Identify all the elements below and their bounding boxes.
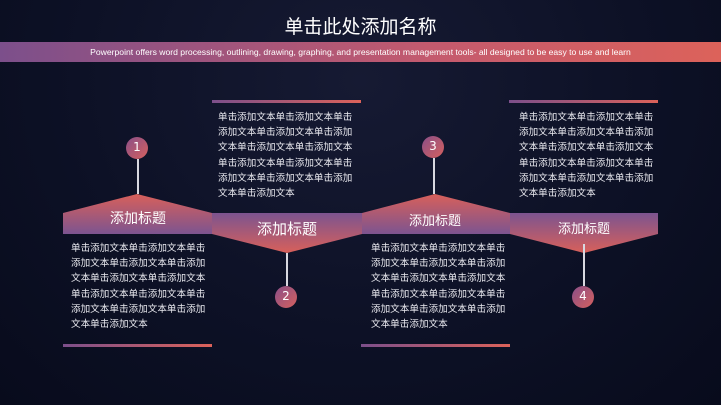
step-3-shape bbox=[362, 194, 510, 234]
step-4-connector bbox=[583, 244, 585, 286]
step-2-bar bbox=[212, 100, 361, 103]
step-3-number-circle: 3 bbox=[422, 136, 444, 158]
step-3-connector bbox=[433, 158, 435, 194]
step-1-bar bbox=[63, 344, 212, 347]
step-2-shape bbox=[212, 213, 362, 253]
subtitle-text: Powerpoint offers word processing, outli… bbox=[90, 47, 631, 57]
step-3-text: 单击添加文本单击添加文本单击添加文本单击添加文本单击添加文本单击添加文本单击添加… bbox=[371, 243, 506, 331]
step-3-heading: 添加标题 bbox=[408, 214, 461, 229]
step-2-connector bbox=[286, 253, 288, 286]
subtitle-banner: Powerpoint offers word processing, outli… bbox=[0, 42, 721, 62]
step-2-heading: 添加标题 bbox=[256, 220, 317, 238]
step-4-number-circle: 4 bbox=[572, 286, 594, 308]
slide-title: 单击此处添加名称 bbox=[284, 16, 437, 38]
step-1-connector bbox=[137, 159, 139, 194]
step-4-text: 单击添加文本单击添加文本单击添加文本单击添加文本单击添加文本单击添加文本单击添加… bbox=[519, 112, 654, 200]
step-1-heading: 添加标题 bbox=[110, 211, 166, 227]
step-1-shape bbox=[63, 194, 212, 234]
step-2-number-circle: 2 bbox=[275, 286, 297, 308]
step-3-bar bbox=[361, 344, 510, 347]
step-2-text: 单击添加文本单击添加文本单击添加文本单击添加文本单击添加文本单击添加文本单击添加… bbox=[218, 112, 353, 200]
step-4-shape bbox=[510, 213, 658, 253]
step-1-number-circle: 1 bbox=[126, 137, 148, 159]
step-4-bar bbox=[509, 100, 658, 103]
step-1-text: 单击添加文本单击添加文本单击添加文本单击添加文本单击添加文本单击添加文本单击添加… bbox=[71, 243, 206, 331]
step-4-heading: 添加标题 bbox=[557, 222, 610, 237]
